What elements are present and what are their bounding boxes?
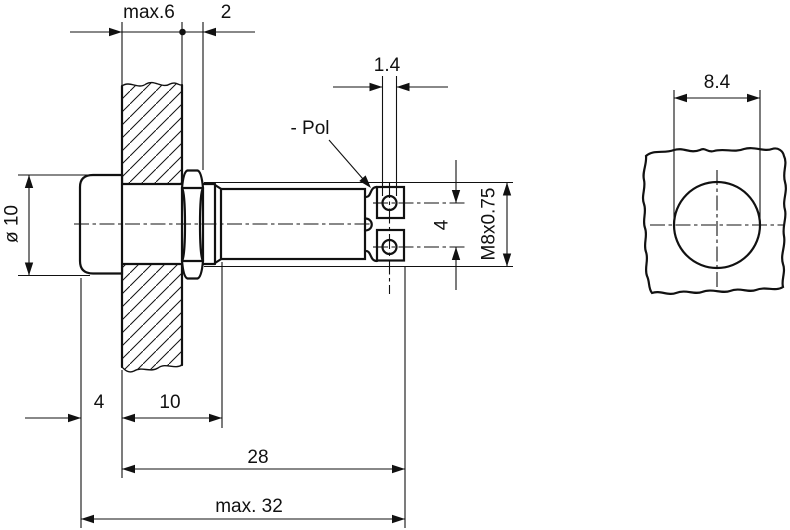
polarity-leader-line [328, 139, 364, 180]
dim-terminal-hole: 1.4 [333, 55, 448, 196]
dim-panel-thickness: max.6 2 [70, 2, 255, 170]
panel-break-line-top [121, 81, 183, 87]
side-view: max.6 2 1.4 - Pol [2, 2, 513, 528]
dim-label-terminal-spacing: 4 [432, 219, 453, 230]
panel-cutout-view: 8.4 [641, 72, 787, 295]
centerlines [74, 183, 466, 294]
dim-label-thread-length: 10 [159, 392, 180, 413]
dimensions: max.6 2 1.4 - Pol [2, 2, 513, 528]
dim-label-thread: M8x0.75 [479, 188, 500, 261]
terminal-bottom [363, 228, 406, 263]
terminal-middle-tab [363, 217, 373, 232]
dim-label-panel-thickness: max.6 [123, 2, 175, 23]
dim-label-nut-protrusion: 2 [221, 2, 232, 23]
dim-label-cutout-hole: 8.4 [704, 72, 731, 93]
dim-lens-diameter: ø 10 [2, 174, 90, 277]
dim-label-lens-diameter: ø 10 [2, 205, 23, 243]
dim-label-bezel-protrusion: 4 [94, 392, 105, 413]
hex-nut [180, 169, 205, 280]
dim-cutout-hole: 8.4 [673, 72, 761, 226]
annotation-polarity: - Pol [290, 118, 371, 188]
dim-origin-dot [179, 28, 186, 36]
hex-nut-facet-lines [180, 186, 205, 263]
polarity-label: - Pol [290, 118, 329, 139]
terminal-top-neck [363, 185, 379, 199]
dim-bottom-chain: 4 10 28 max. 32 [25, 262, 406, 528]
dim-terminal-spacing: 4 [432, 160, 461, 290]
dim-thread: M8x0.75 [204, 181, 513, 268]
dim-label-terminal-hole: 1.4 [374, 55, 401, 76]
dim-label-length-behind-panel: 28 [247, 447, 268, 468]
panel-break-line-bottom [121, 364, 183, 373]
terminal-bottom-neck [363, 249, 379, 263]
dim-label-overall-length: max. 32 [215, 496, 283, 517]
